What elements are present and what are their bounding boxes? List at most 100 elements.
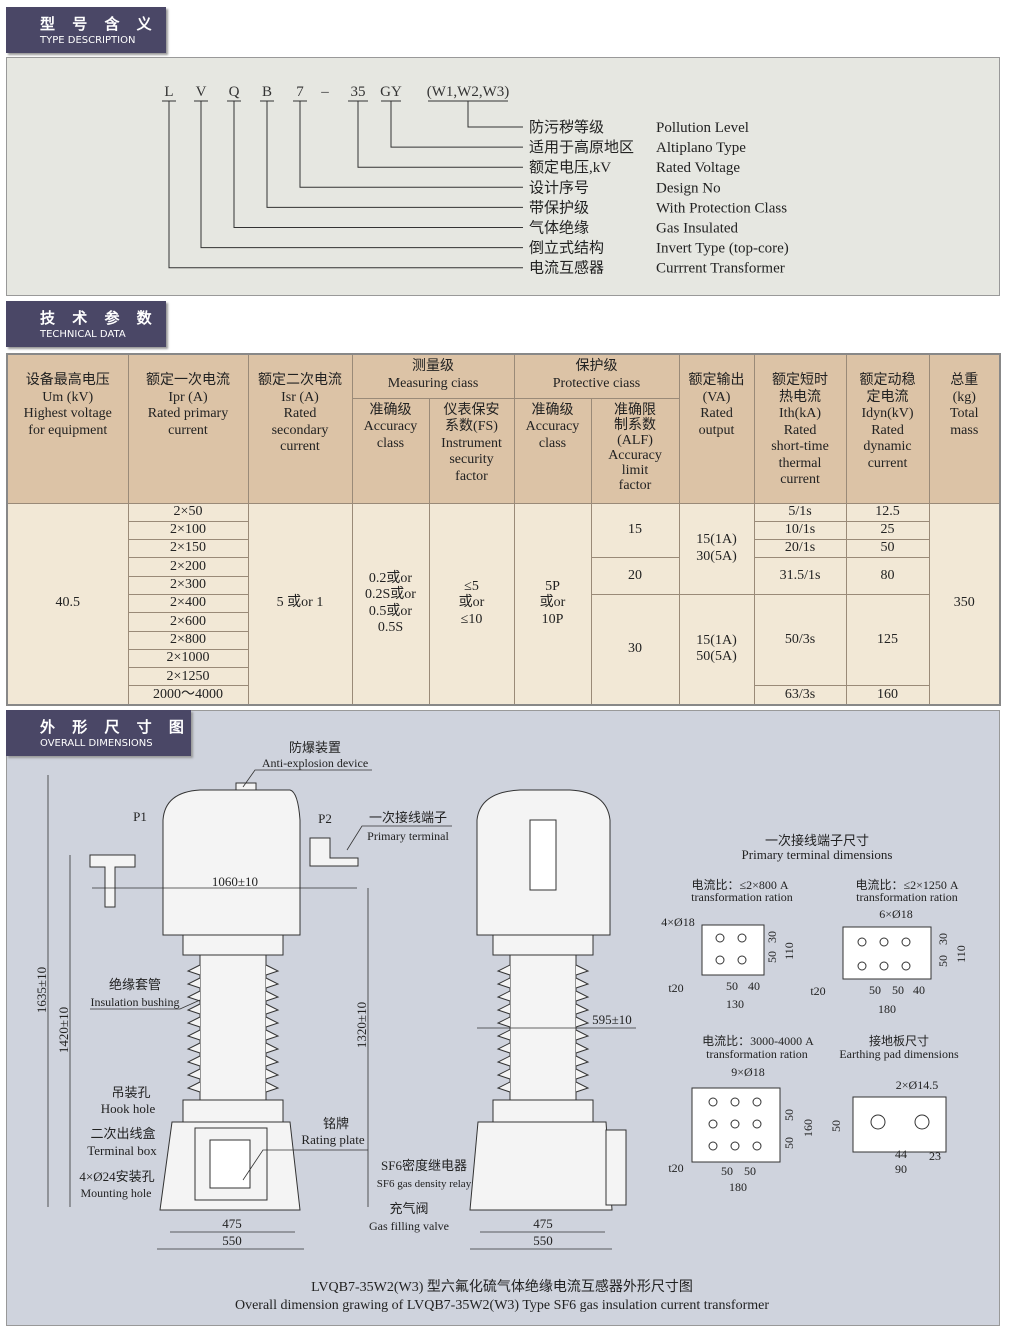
meaning-en: Gas Insulated [656,221,739,237]
cell-ith: 10/1s [753,520,847,541]
terminal-dim-t2-d3: 40 [913,983,925,997]
bushing-shed [496,1068,590,1080]
gas-valve-en: Gas filling valve [369,1219,449,1233]
terminal-dim-t2-t: t20 [810,984,825,998]
cell-isr: 5 或or 1 [247,502,353,706]
terminal-dim-t1-d2: 40 [748,979,760,993]
cell-ith: 50/3s [753,593,847,687]
cell-idyn: 12.5 [845,502,930,522]
terminal-dim-earth-d1: 44 [895,1147,907,1161]
dim-595: 595±10 [592,1012,632,1027]
terminal-dim-t2-en: transformation ration [856,890,958,904]
cell-ipr: 2000～4000 [127,685,249,706]
bolt-hole [730,1141,740,1151]
bushing-shed [186,1016,280,1028]
model-code-char: V [196,84,207,100]
meaning-en: Currrent Transformer [656,261,785,277]
bushing-shed [186,1003,280,1015]
bushing-shed [496,1081,590,1093]
cell-prot-accuracy: 5P 或or 10P [513,502,592,706]
model-code-char: – [320,84,329,100]
cell-idyn: 25 [845,520,930,541]
header-en: TECHNICAL DATA [40,329,126,340]
model-code-char: B [262,84,272,100]
terminal-dim-t3-en: transformation ration [706,1047,808,1061]
cell-meas-accuracy: 0.2或or 0.2S或or 0.5或or 0.5S [351,502,430,706]
terminal-dim-earth-d2: 23 [929,1149,941,1163]
bushing-shed [496,1055,590,1067]
bushing-shed [496,964,590,976]
bolt-hole [730,1097,740,1107]
table-row: 2×600 [7,612,1000,632]
header-alf: 准确限 制系数 (ALF) Accuracy limit factor [590,397,680,504]
header-mass: 总重 (kg) Total mass [928,353,1001,504]
bushing-shed [186,964,280,976]
cell-ipr: 2×400 [127,593,249,614]
dimension-lines [47,769,636,1250]
header-prot-accuracy: 准确级 Accuracy class [513,397,592,504]
base-flange [492,1099,594,1123]
insulation-bushing-en: Insulation bushing [91,995,180,1009]
meaning-cn: 带保护级 [529,199,589,216]
cell-ipr: 2×800 [127,630,249,650]
terminal-dim-t2-d2: 50 [892,983,904,997]
primary-terminal-plate [529,819,557,891]
dim-1635: 1635±10 [34,967,49,1013]
cell-idyn: 125 [845,593,930,687]
meaning-en: Design No [656,180,721,196]
meaning-cn: 防污秽等级 [529,118,604,136]
header-ipr: 额定一次电流 Ipr (A) Rated primary current [127,353,249,504]
header-isr: 额定二次电流 Isr (A) Rated secondary current [247,353,353,504]
gas-valve-cn: 充气阀 [389,1201,428,1216]
meaning-cn: 设计序号 [529,179,589,196]
hook-hole-en: Hook hole [101,1101,156,1116]
dim-550-right: 550 [533,1233,553,1248]
cell-alf: 20 [590,557,680,595]
cell-ith: 5/1s [753,502,847,522]
technical-data-table: 设备最高电压 Um (kV) Highest voltage for equip… [6,353,1002,706]
bushing-shed [496,1016,590,1028]
header-cn: 技 术 参 数 [40,309,158,327]
meaning-cn: 倒立式结构 [529,240,604,257]
model-code-char: L [164,84,173,100]
earthing-pad [852,1096,947,1153]
technical-data-header: 技 术 参 数 TECHNICAL DATA [6,301,166,347]
cell-ipr: 2×1000 [127,648,249,669]
base [469,1121,613,1211]
terminal-dim-t3-v1: 50 [782,1109,796,1121]
insulation-bushing [509,954,577,1101]
bushing-shed [496,1029,590,1041]
caption-en: Overall dimension grawing of LVQB7-35W2(… [235,1298,769,1313]
p1-terminal [89,854,136,908]
terminal-dim-t3-d2: 50 [744,1164,756,1178]
anti-explosion-en: Anti-explosion device [262,756,368,770]
terminal-dim-earth-w: 90 [895,1162,907,1176]
terminal-title-cn: 一次接线端子尺寸 [765,833,869,848]
meaning-en: Invert Type (top-core) [656,241,789,257]
bolt-hole [730,1119,740,1129]
left-unit-front-view [89,782,359,1211]
cell-ith: 20/1s [753,539,847,559]
cell-um: 40.5 [6,502,129,706]
terminal-dim-t2-cn: 电流比：≤2×1250 A [855,878,958,892]
rating-plate-en: Rating plate [301,1132,364,1147]
terminal-dim-t1-w: 130 [726,997,744,1011]
rating-plate-cn: 铭牌 [323,1116,349,1131]
terminal-dim-earth-en: Earthing pad dimensions [839,1047,959,1061]
terminal-dim-t1-v2: 50 [765,951,779,963]
bolt-hole [879,937,889,947]
header-ith: 额定短时 热电流 Ith(kA) Rated short-time therma… [753,353,847,504]
header-protective: 保护级 Protective ciass [513,353,680,399]
terminal-dim-t1-h: 110 [782,942,796,960]
bolt-hole [715,933,725,943]
base-flange [182,1099,284,1123]
dim-475: 475 [222,1216,242,1231]
terminal-dim-t2-w: 180 [878,1002,896,1016]
header-um: 设备最高电压 Um (kV) Highest voltage for equip… [6,353,129,504]
bolt-hole [857,961,867,971]
p2-label: P2 [318,811,332,826]
